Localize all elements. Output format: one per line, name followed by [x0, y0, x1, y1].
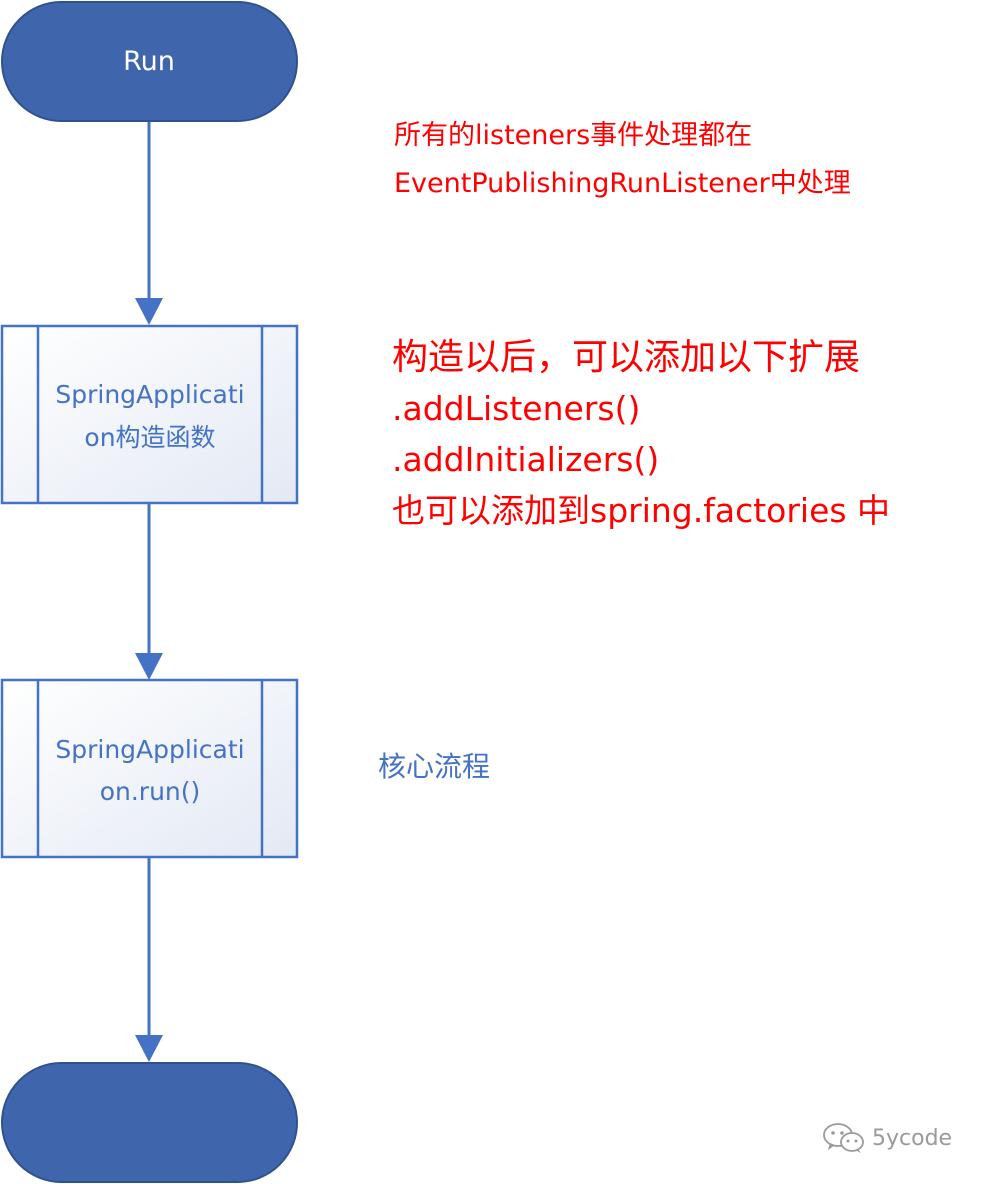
note-extensions-line3: .addInitializers() [392, 440, 660, 479]
process1-label-line2: on构造函数 [84, 423, 215, 452]
arrowhead-icon [135, 1035, 163, 1062]
note-extensions-line4: 也可以添加到spring.factories 中 [392, 491, 891, 530]
note-core-flow: 核心流程 [378, 745, 490, 789]
arrowhead-icon [135, 298, 163, 325]
process-springapplication-constructor: SpringApplicati on构造函数 [0, 324, 299, 505]
note-listeners-line2: EventPublishingRunListener中处理 [394, 168, 851, 199]
process-springapplication-run: SpringApplicati on.run() [0, 678, 299, 859]
watermark-text: 5ycode [872, 1125, 953, 1151]
connector-process1-to-process2 [135, 503, 163, 680]
wechat-icon [823, 1123, 864, 1153]
process1-label-line1: SpringApplicati [55, 380, 244, 409]
note-listeners-line1: 所有的listeners事件处理都在 [394, 120, 753, 151]
process2-label-line1: SpringApplicati [55, 735, 244, 764]
note-listeners: 所有的listeners事件处理都在 EventPublishingRunLis… [394, 112, 851, 208]
arrowhead-icon [135, 653, 163, 680]
note-extensions: 构造以后，可以添加以下扩展 .addListeners() .addInitia… [392, 332, 890, 536]
end-terminator [1, 1062, 298, 1183]
process2-label-line2: on.run() [100, 777, 201, 806]
watermark: 5ycode [822, 1122, 952, 1154]
note-extensions-line2: .addListeners() [392, 389, 641, 428]
start-terminator: Run [1, 1, 298, 122]
note-extensions-line1: 构造以后，可以添加以下扩展 [392, 337, 861, 378]
connector-process2-to-end [135, 857, 163, 1062]
note-core-text: 核心流程 [378, 750, 491, 783]
connector-start-to-process1 [135, 121, 163, 325]
start-label: Run [123, 46, 175, 77]
